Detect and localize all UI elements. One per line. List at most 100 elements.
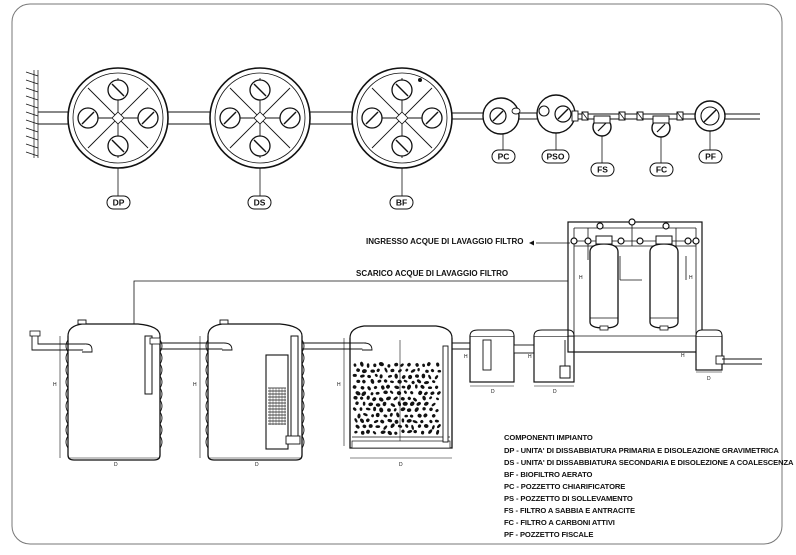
media-pebble [378, 362, 384, 367]
media-pebble [414, 384, 418, 389]
media-pebble [431, 425, 435, 430]
media-pebble [408, 374, 413, 380]
media-pebble [404, 414, 408, 418]
legend-item-bf: BF - BIOFILTRO AERATO [504, 470, 593, 479]
media-pebble [436, 429, 440, 435]
media-pebble [355, 391, 361, 396]
media-pebble [376, 368, 380, 373]
media-pebble [360, 374, 365, 378]
legend: COMPONENTI IMPIANTO DP - UNITA' DI DISSA… [504, 433, 794, 539]
legend-item-ds: DS - UNITA' DI DISSABBIATURA SECONDARIA … [504, 458, 794, 467]
media-pebble [429, 396, 433, 400]
media-pebble [427, 362, 431, 367]
media-pebble [371, 414, 375, 418]
media-pebble [420, 430, 425, 435]
media-pebble [401, 418, 405, 423]
media-pebble [400, 363, 404, 367]
media-pebble [394, 385, 400, 389]
media-pebble [423, 401, 429, 406]
media-pebble [359, 407, 363, 411]
media-pebble [431, 402, 436, 407]
media-pebble [398, 369, 402, 373]
legend-item-dp: DP - UNITA' DI DISSABBIATURA PRIMARIA E … [504, 446, 779, 455]
media-pebble [380, 419, 385, 424]
media-pebble [354, 430, 358, 434]
media-pebble [427, 386, 433, 390]
media-pebble [411, 424, 414, 431]
media-pebble [375, 403, 381, 407]
dp-tank-section [29, 319, 163, 461]
media-pebble [373, 406, 377, 412]
ds-diameter-dim: D [255, 462, 259, 468]
media-pebble [437, 391, 441, 395]
media-pebble [354, 418, 358, 423]
media-pebble [431, 414, 436, 418]
media-pebble [387, 364, 391, 368]
pso-height-dim: H [528, 354, 532, 360]
media-pebble [412, 420, 418, 424]
plan-view: DP DS BF PC PSO FS FC PF [25, 67, 760, 210]
ds-tank-plan [209, 67, 311, 169]
media-pebble [355, 401, 359, 405]
media-pebble [379, 374, 383, 379]
media-pebble [420, 419, 424, 424]
legend-item-fc: FC - FILTRO A CARBONI ATTIVI [504, 518, 615, 527]
media-pebble [366, 418, 370, 423]
media-pebble [383, 379, 388, 383]
media-pebble [361, 369, 367, 374]
media-pebble [362, 379, 366, 384]
media-pebble [397, 401, 402, 407]
media-pebble [393, 408, 397, 412]
media-pebble [352, 373, 357, 377]
fs-filter-plan [592, 115, 612, 137]
media-pebble [383, 390, 388, 395]
media-pebble [430, 369, 435, 373]
fc-filter-column [649, 235, 679, 331]
plan-pipe [38, 111, 760, 125]
media-pebble [382, 401, 387, 407]
dp-height-dim: H [53, 382, 57, 388]
media-pebble [416, 402, 421, 406]
media-pebble [423, 423, 429, 429]
media-pebble [381, 385, 385, 390]
media-pebble [356, 379, 361, 384]
page-border [11, 3, 783, 545]
media-pebble [366, 395, 370, 400]
tag-fs: FS [590, 162, 615, 177]
media-pebble [434, 419, 439, 423]
pso-diameter-dim: D [553, 389, 557, 395]
pc-height-dim: H [464, 354, 468, 360]
media-pebble [436, 397, 439, 401]
media-pebble [365, 407, 371, 411]
media-pebble [372, 397, 377, 402]
media-pebble [436, 362, 440, 367]
bf-diameter-dim: D [399, 462, 403, 468]
fc-height-dim: H [689, 275, 693, 281]
svg-text:PC: PC [498, 152, 510, 162]
media-pebble [421, 373, 426, 379]
media-pebble [405, 424, 409, 428]
media-pebble [437, 424, 441, 429]
media-pebble [368, 402, 374, 407]
fs-height-dim: H [579, 275, 583, 281]
bf-tank-plan [351, 67, 453, 169]
media-pebble [430, 391, 435, 395]
tag-leaders [117, 131, 711, 196]
media-pebble [359, 418, 365, 423]
media-pebble [406, 384, 412, 390]
pf-diameter-dim: D [707, 376, 711, 382]
ds-tank-section [160, 319, 305, 461]
media-pebble [373, 363, 377, 368]
pc-diameter-dim: D [491, 389, 495, 395]
media-pebble [386, 396, 391, 401]
tag-pf: PF [698, 149, 723, 164]
media-pebble [390, 403, 396, 407]
media-pebble [367, 386, 371, 391]
media-pebble [378, 397, 384, 402]
pf-pit-plan [694, 100, 726, 132]
fc-filter-plan [651, 115, 671, 138]
media-pebble [361, 391, 367, 397]
inlet-backwash-label: INGRESSO ACQUE DI LAVAGGIO FILTRO [366, 237, 523, 246]
media-pebble [432, 380, 436, 384]
